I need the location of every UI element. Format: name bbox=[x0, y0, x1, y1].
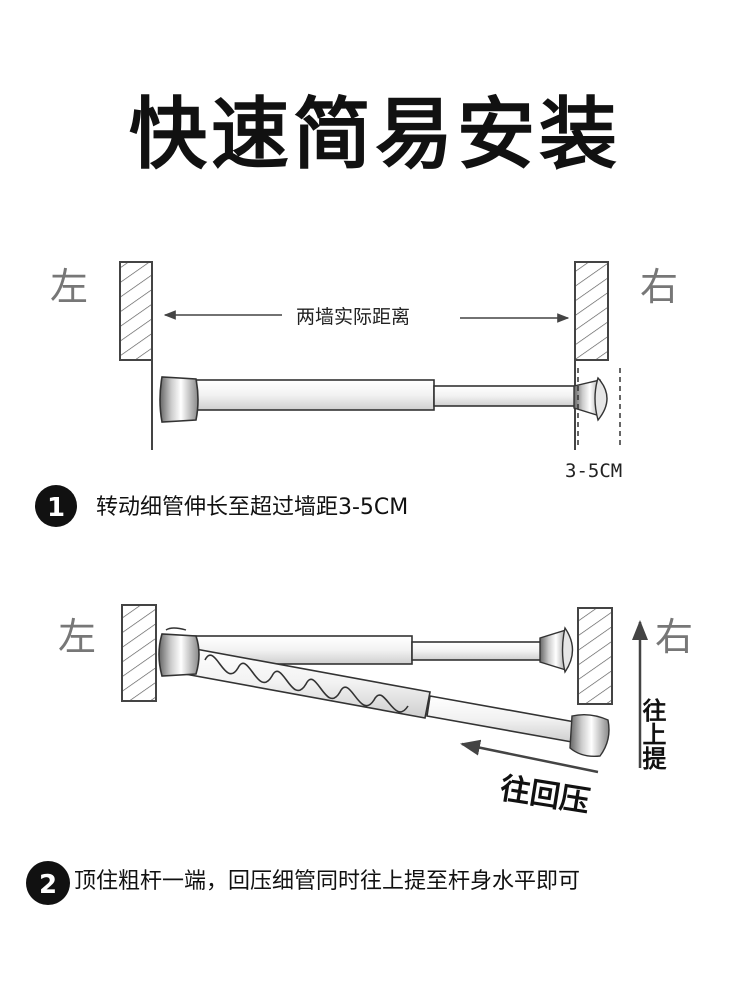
step1-gap-label: 3-5CM bbox=[565, 460, 622, 482]
step1-number-badge: 1 bbox=[35, 485, 77, 527]
step2-instruction: 顶住粗杆一端，回压细管同时往上提至杆身水平即可 bbox=[74, 869, 580, 894]
step1-instruction: 转动细管伸长至超过墙距3-5CM bbox=[96, 495, 408, 520]
step2-right-wall bbox=[577, 607, 613, 705]
step1-number: 1 bbox=[47, 493, 65, 523]
step2-left-wall bbox=[121, 604, 157, 702]
page-title: 快速简易安装 bbox=[128, 90, 621, 180]
step1-distance-arrow bbox=[163, 310, 570, 323]
step1-left-wall bbox=[119, 261, 153, 450]
step2-right-label: 右 bbox=[655, 615, 693, 659]
step1-right-wall bbox=[574, 261, 609, 450]
step2-tilted-rod bbox=[184, 647, 610, 758]
step2-number-badge: 2 bbox=[26, 861, 70, 905]
step2-press-label: 往回压 bbox=[498, 771, 592, 820]
step2-lift-label: 往上提 bbox=[638, 697, 666, 771]
step2-number: 2 bbox=[39, 870, 57, 900]
step1-gap-indicator bbox=[577, 368, 621, 448]
step1-right-label: 右 bbox=[640, 265, 678, 309]
step1-tension-rod bbox=[159, 376, 608, 423]
step2-lift-label-text: 往上提 bbox=[638, 697, 666, 771]
step2-press-arrow bbox=[460, 739, 599, 774]
step2-left-cap bbox=[158, 627, 200, 677]
step1-left-label: 左 bbox=[50, 265, 88, 309]
step1-distance-label: 两墙实际距离 bbox=[296, 306, 410, 328]
step2-left-label: 左 bbox=[58, 615, 96, 659]
